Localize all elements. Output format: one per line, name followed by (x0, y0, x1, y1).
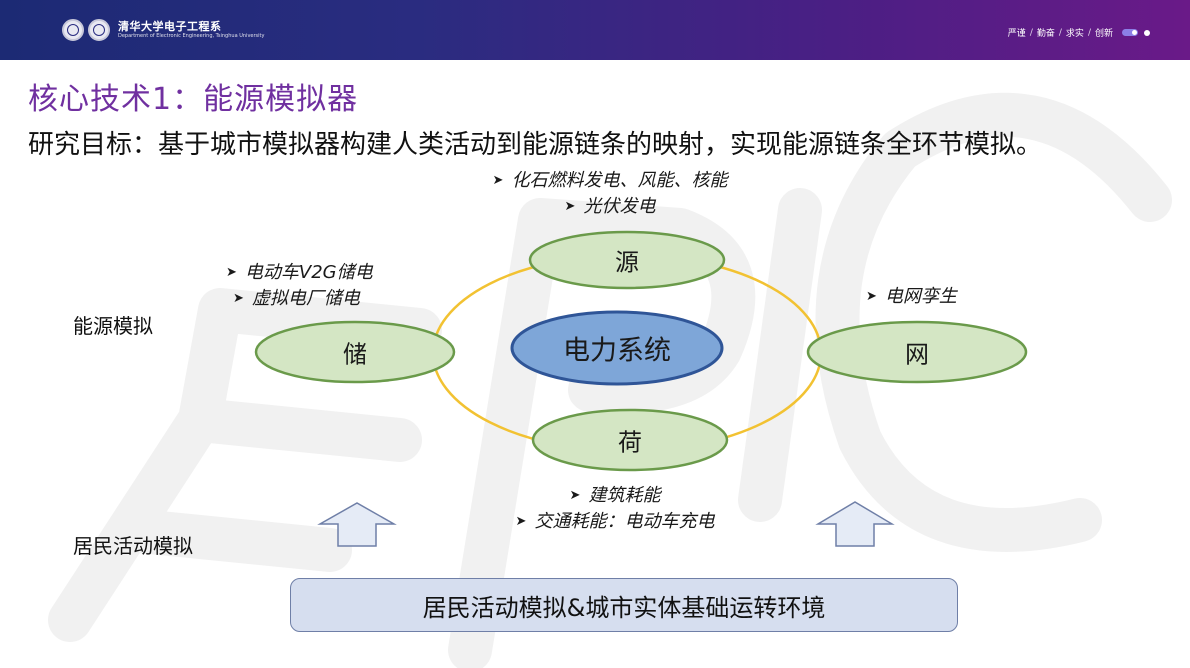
grid-node (806, 320, 1028, 384)
bullet-item: ➤ 化石燃料发电、风能、核能 (493, 168, 728, 194)
storage-node (254, 320, 456, 384)
motto-separator: / (1029, 27, 1033, 38)
motto-word: 勤奋 (1036, 29, 1055, 39)
arrow-bullet-icon: ➤ (866, 289, 877, 304)
grid-bullets: ➤ 电网孪生 (866, 284, 957, 310)
arrow-bullet-icon: ➤ (515, 514, 527, 529)
logo-text: 清华大学电子工程系 Department of Electronic Engin… (118, 21, 264, 39)
bullet-text: 光伏发电 (583, 196, 656, 217)
bullet-text: 交通耗能：电动车充电 (534, 511, 715, 532)
university-logo[interactable]: 清华大学电子工程系 Department of Electronic Engin… (62, 17, 264, 43)
motto-word: 严谨 (1007, 29, 1026, 39)
up-arrow-icon (317, 502, 397, 547)
bullet-text: 电网孪生 (884, 286, 957, 307)
arrow-bullet-icon: ➤ (569, 488, 581, 503)
bullet-item: ➤ 电动车V2G储电 (226, 260, 373, 286)
header-bar: 清华大学电子工程系 Department of Electronic Engin… (0, 0, 1190, 60)
motto-separator: / (1087, 27, 1091, 38)
core-label: 电力系统 (563, 335, 671, 367)
base-environment-box: 居民活动模拟&城市实体基础运转环境 (290, 578, 958, 632)
bullet-item: ➤ 光伏发电 (493, 194, 728, 220)
bullet-text: 电动车V2G储电 (244, 262, 373, 283)
source-label: 源 (615, 248, 639, 277)
motto-word: 求实 (1065, 29, 1084, 39)
arrow-bullet-icon: ➤ (226, 265, 237, 280)
storage-bullets: ➤电动车V2G储电 ➤虚拟电厂储电 (226, 260, 373, 312)
motto: 严谨 / 勤奋 / 求实 / 创新 (1008, 26, 1150, 39)
resident-sim-label: 居民活动模拟 (73, 534, 193, 558)
bullet-item: ➤ 交通耗能：电动车充电 (516, 509, 715, 535)
base-environment-label: 居民活动模拟&城市实体基础运转环境 (422, 593, 826, 622)
slide-title: 核心技术1：能源模拟器 (28, 82, 359, 117)
source-bullets: ➤ 化石燃料发电、风能、核能 ➤ 光伏发电 (493, 168, 728, 220)
motto-word: 创新 (1094, 29, 1113, 39)
energy-sim-label: 能源模拟 (73, 314, 153, 338)
university-seal-icon (62, 19, 84, 41)
arrow-bullet-icon: ➤ (492, 173, 504, 188)
logo-en: Department of Electronic Engineering, Ts… (118, 33, 265, 39)
bullet-text: 虚拟电厂储电 (251, 288, 360, 309)
bullet-text: 化石燃料发电、风能、核能 (511, 170, 728, 191)
arrow-bullet-icon: ➤ (233, 291, 244, 306)
load-bullets: ➤ 建筑耗能 ➤ 交通耗能：电动车充电 (516, 483, 715, 535)
research-goal: 研究目标：基于城市模拟器构建人类活动到能源链条的映射，实现能源链条全环节模拟。 (28, 130, 1043, 160)
arrow-bullet-icon: ➤ (564, 199, 576, 214)
dot-icon (1144, 29, 1150, 36)
bullet-item: ➤ 建筑耗能 (516, 483, 715, 509)
load-label: 荷 (618, 428, 642, 457)
core-node (510, 310, 724, 386)
logo-cn: 清华大学电子工程系 (118, 20, 222, 33)
source-node (528, 230, 726, 290)
toggle-icon (1122, 29, 1138, 36)
grid-label: 网 (905, 340, 929, 369)
bullet-item: ➤ 虚拟电厂储电 (226, 286, 373, 312)
up-arrow-icon (815, 501, 895, 547)
load-node (531, 408, 729, 472)
motto-separator: / (1058, 27, 1062, 38)
department-seal-icon (88, 19, 110, 41)
bullet-text: 建筑耗能 (588, 485, 661, 506)
bullet-item: ➤ 电网孪生 (866, 284, 957, 310)
storage-label: 储 (343, 340, 367, 369)
